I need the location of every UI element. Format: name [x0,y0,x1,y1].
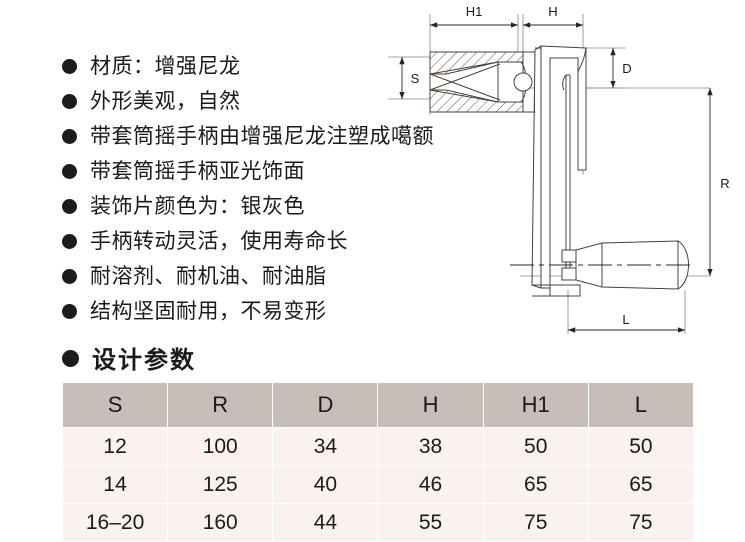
table-cell: 44 [272,503,379,542]
feature-list: 材质：增强尼龙 外形美观，自然 带套筒摇手柄由增强尼龙注塑成噶额 带套筒摇手柄亚… [62,52,532,332]
dim-label-r: R [720,176,729,191]
list-item: 手柄转动灵活，使用寿命长 [62,227,532,262]
feature-text: 耐溶剂、耐机油、耐油脂 [90,265,327,288]
bullet-icon [62,94,77,109]
dimension-annotations [399,22,713,333]
table-cell: 75 [482,503,589,542]
dim-label-d: D [622,61,631,76]
column-header-d: D [272,382,379,428]
table-cell: 160 [167,503,274,542]
bullet-icon [62,164,77,179]
table-cell: 65 [587,465,695,504]
dim-label-s: S [411,71,420,86]
bullet-icon [62,269,77,284]
table-cell: 38 [377,427,484,466]
column-header-l: L [587,382,695,428]
bullet-icon [62,59,77,74]
section-title: 设计参数 [92,347,196,374]
table-cell: 16–20 [61,503,169,542]
design-parameters-heading: 设计参数 [62,340,196,375]
dim-label-h1: H1 [466,4,483,19]
list-item: 带套筒摇手柄由增强尼龙注塑成噶额 [62,122,532,157]
dimension-labels: H1 H S D R L [411,4,730,327]
table-cell: 46 [377,465,484,504]
table-cell: 12 [61,427,169,466]
dim-label-h: H [548,4,557,19]
list-item: 外形美观，自然 [62,87,532,122]
list-item: 带套筒摇手柄亚光饰面 [62,157,532,192]
bullet-icon [62,350,79,367]
feature-text: 手柄转动灵活，使用寿命长 [90,230,348,253]
table-row: 12 100 34 38 50 50 [61,427,695,466]
table-cell: 34 [272,427,379,466]
feature-text: 材质：增强尼龙 [90,55,241,78]
feature-text: 外形美观，自然 [90,90,241,113]
table-cell: 50 [587,427,695,466]
design-parameters-table: S R D H H1 L 12 100 34 38 50 50 14 125 4… [61,382,695,542]
feature-text: 结构坚固耐用，不易变形 [90,300,327,323]
table-cell: 50 [482,427,589,466]
table-cell: 75 [587,503,695,542]
bullet-icon [62,304,77,319]
feature-text: 带套筒摇手柄亚光饰面 [90,160,305,183]
table-cell: 55 [377,503,484,542]
table-cell: 65 [482,465,589,504]
list-item: 耐溶剂、耐机油、耐油脂 [62,262,532,297]
list-item: 结构坚固耐用，不易变形 [62,297,532,332]
bullet-icon [62,199,77,214]
table-cell: 40 [272,465,379,504]
dim-label-l: L [622,312,629,327]
column-header-s: S [61,382,169,428]
column-header-r: R [167,382,274,428]
table-row: 14 125 40 46 65 65 [61,465,695,504]
drawing-geometry [388,14,710,334]
feature-text: 装饰片颜色为：银灰色 [90,195,305,218]
column-header-h1: H1 [482,382,589,428]
bullet-icon [62,129,77,144]
table-row: 16–20 160 44 55 75 75 [61,503,695,542]
technical-drawing: H1 H S D R L [380,0,745,345]
table-cell: 100 [167,427,274,466]
column-header-h: H [377,382,484,428]
feature-text: 带套筒摇手柄由增强尼龙注塑成噶额 [90,125,434,148]
bullet-icon [62,234,77,249]
table-cell: 125 [167,465,274,504]
table-header-row: S R D H H1 L [61,382,695,428]
list-item: 装饰片颜色为：银灰色 [62,192,532,227]
table-cell: 14 [61,465,169,504]
list-item: 材质：增强尼龙 [62,52,532,87]
